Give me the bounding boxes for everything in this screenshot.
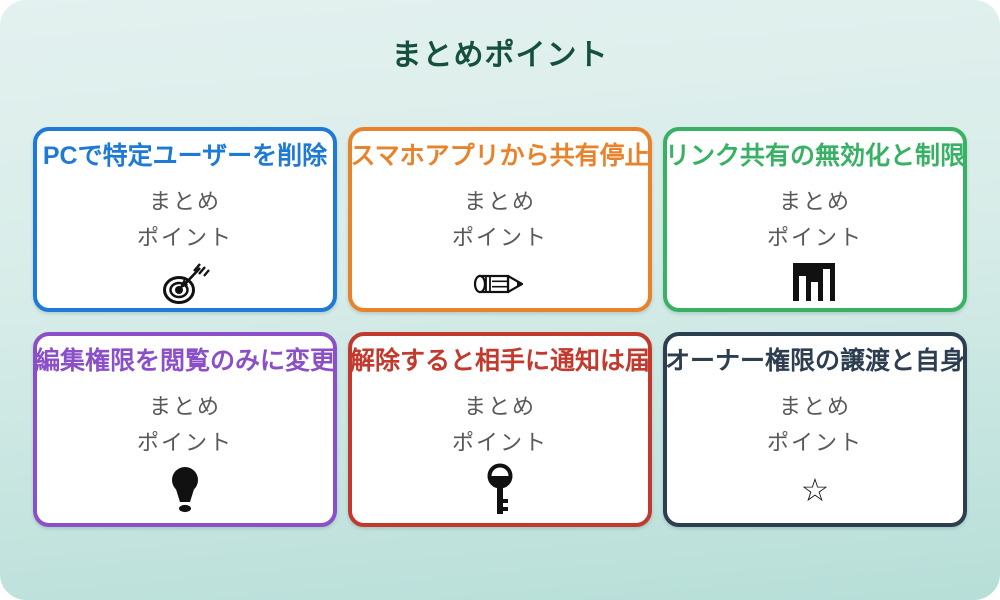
- card-body-line: まとめ: [463, 189, 536, 215]
- card-body-line: ポイント: [451, 430, 548, 456]
- card-body-line: まとめ: [463, 394, 536, 420]
- card-title: リンク共有の無効化と制限: [665, 142, 966, 170]
- card-body-line: ポイント: [136, 430, 233, 456]
- card-body: まとめ ポイント: [452, 389, 548, 461]
- card-body-line: まとめ: [148, 189, 221, 215]
- card-body: まとめ ポイント: [137, 389, 233, 461]
- card-body: まとめ ポイント: [137, 184, 233, 256]
- card-delete-user-pc: PCで特定ユーザーを削除 まとめ ポイント: [33, 127, 337, 312]
- pencil-icon: [472, 259, 528, 308]
- card-body-line: まとめ: [148, 394, 221, 420]
- card-title: 解除すると相手に通知は届: [350, 347, 651, 375]
- card-change-edit-to-view: 編集権限を閲覧のみに変更 まとめ ポイント: [33, 332, 337, 527]
- card-body-line: まとめ: [778, 394, 851, 420]
- card-grid-inner: PCで特定ユーザーを削除 まとめ ポイント: [33, 127, 967, 527]
- page-title: まとめポイント: [391, 39, 609, 72]
- card-body-line: ポイント: [766, 430, 863, 456]
- bar-chart-icon: [792, 259, 838, 308]
- lightbulb-icon: [167, 464, 203, 516]
- card-transfer-owner-rights: オーナー権限の譲渡と自身 まとめ ポイント ☆: [663, 332, 967, 527]
- card-title: スマホアプリから共有停止: [350, 142, 650, 170]
- card-stop-sharing-app: スマホアプリから共有停止 まとめ ポイント: [348, 127, 652, 312]
- star-icon: ☆: [801, 464, 830, 516]
- card-body-line: ポイント: [136, 225, 233, 251]
- card-disable-link-sharing: リンク共有の無効化と制限 まとめ ポイント: [663, 127, 967, 312]
- card-grid: PCで特定ユーザーを削除 まとめ ポイント: [0, 127, 1000, 527]
- card-title: 編集権限を閲覧のみに変更: [35, 347, 336, 375]
- card-unshare-no-notification: 解除すると相手に通知は届 まとめ ポイント: [348, 332, 652, 527]
- card-body: まとめ ポイント: [767, 389, 863, 461]
- card-body-line: まとめ: [778, 189, 851, 215]
- card-body: まとめ ポイント: [452, 184, 548, 256]
- card-title: PCで特定ユーザーを削除: [42, 142, 328, 170]
- target-dart-icon: [160, 259, 210, 308]
- star-glyph: ☆: [800, 471, 830, 510]
- card-body-line: ポイント: [451, 225, 548, 251]
- card-body-line: ポイント: [766, 225, 863, 251]
- card-body: まとめ ポイント: [767, 184, 863, 256]
- key-icon: [483, 463, 517, 516]
- card-title: オーナー権限の譲渡と自身: [665, 347, 966, 375]
